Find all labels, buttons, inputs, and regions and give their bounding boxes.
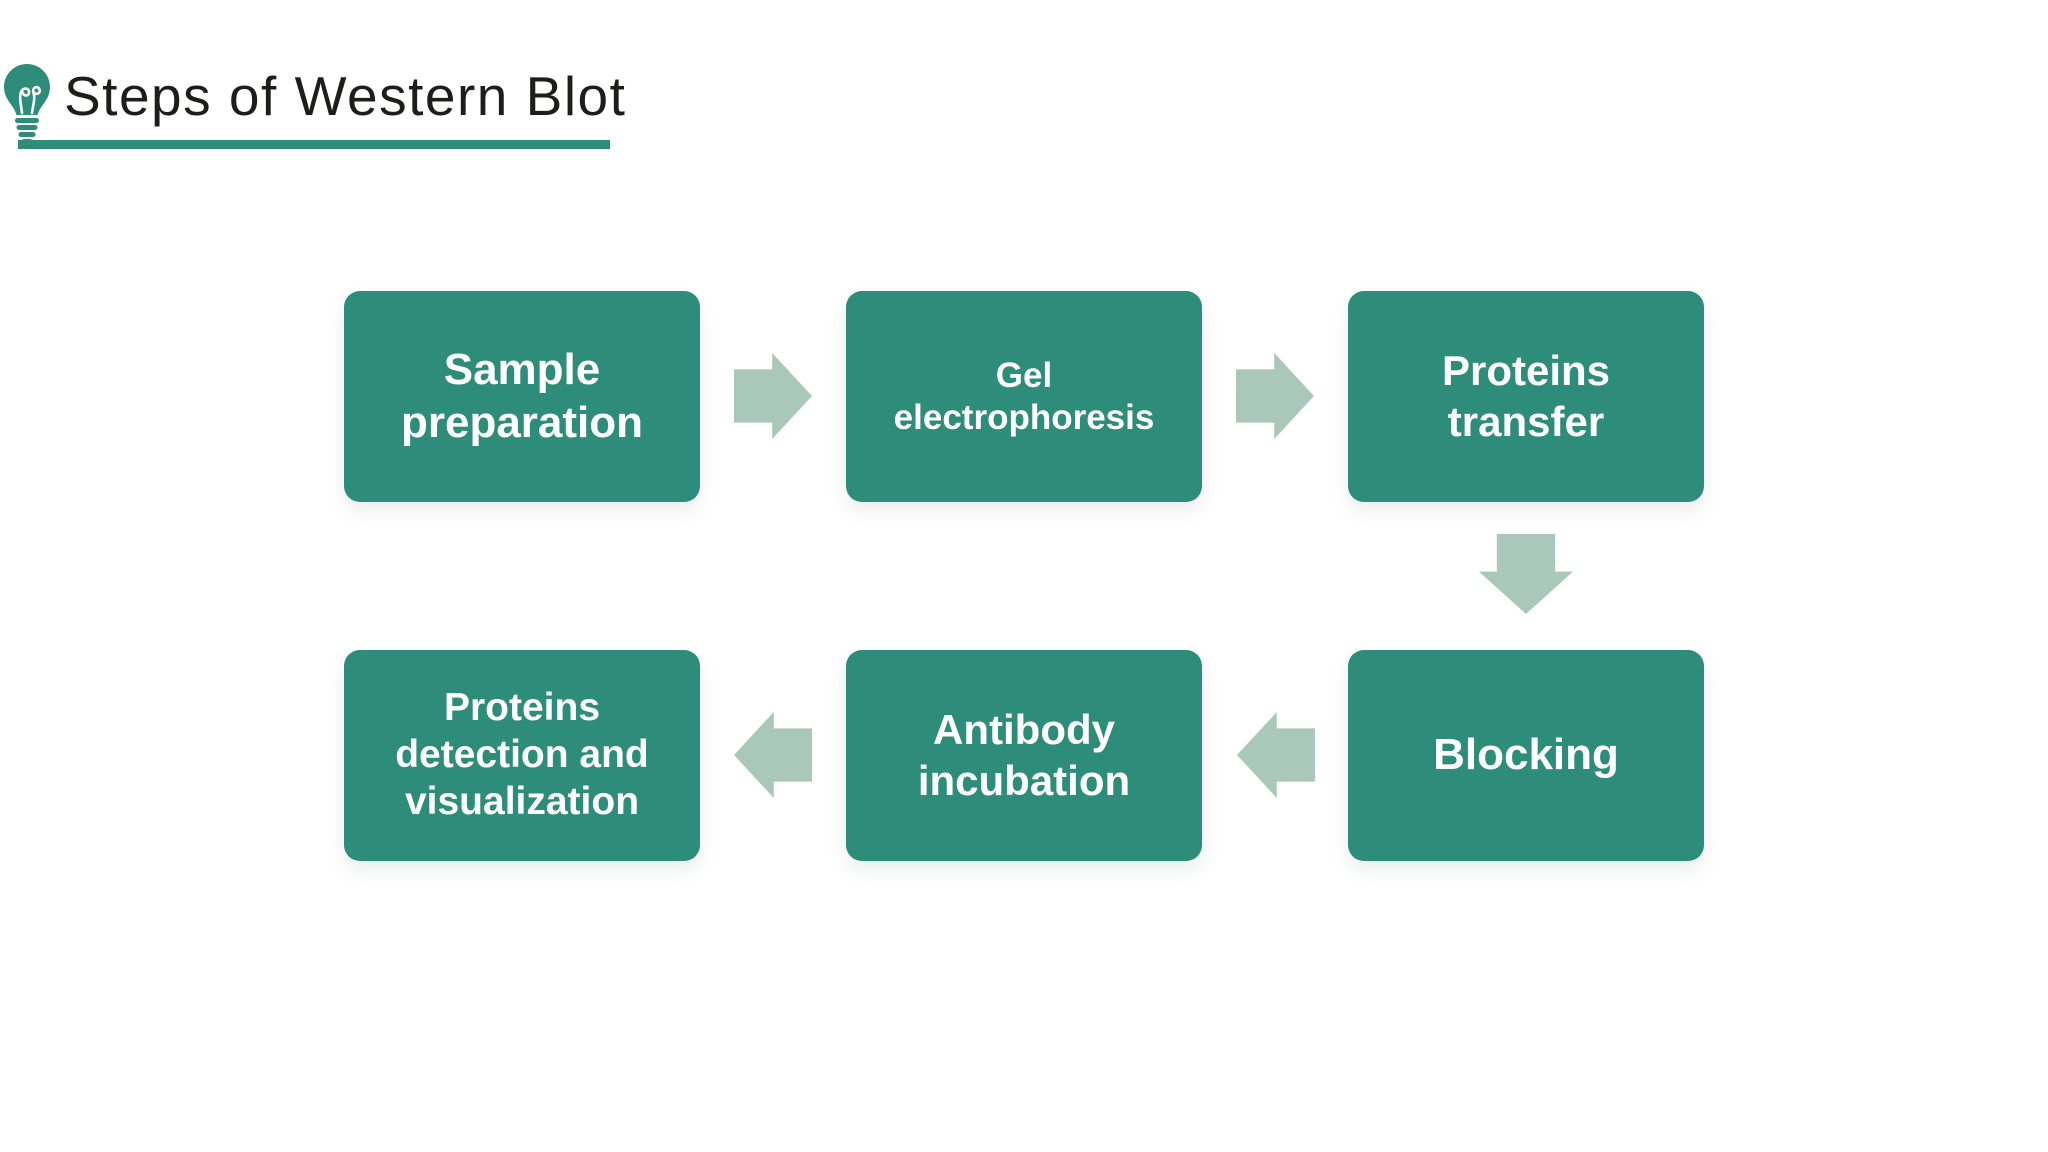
step-box-antibody-incubation: Antibody incubation [846,650,1202,861]
step-label-line: Sample [443,344,601,394]
step-label-line: visualization [404,779,640,823]
step-label-line: transfer [1447,397,1605,445]
step-box-proteins-transfer: Proteins transfer [1348,291,1704,502]
step-box-gel-electrophoresis: Gel electrophoresis [846,291,1202,502]
arrow-down-icon [1479,534,1573,614]
step-label-line: Proteins [1441,347,1611,395]
arrow-left-icon [734,712,812,798]
arrow-right-icon [1236,353,1314,439]
arrow-left-icon [1237,712,1315,798]
page-title: Steps of Western Blot [64,65,627,127]
step-label-line: Blocking [1433,730,1619,780]
step-box-blocking: Blocking [1348,650,1704,861]
step-box-sample-preparation: Sample preparation [344,291,700,502]
lightbulb-icon [4,64,50,143]
step-label-line: electrophoresis [893,397,1155,437]
step-label-line: Antibody [933,706,1115,754]
step-label-line: incubation [917,756,1131,804]
step-label-line: Gel [995,355,1053,395]
title-underline [18,140,610,149]
step-label-line: Proteins [443,686,601,730]
step-label-line: detection and [395,733,649,777]
arrow-right-icon [734,353,812,439]
step-box-proteins-detection-visualization: Proteins detection and visualization [344,650,700,861]
step-label-line: preparation [400,397,644,447]
